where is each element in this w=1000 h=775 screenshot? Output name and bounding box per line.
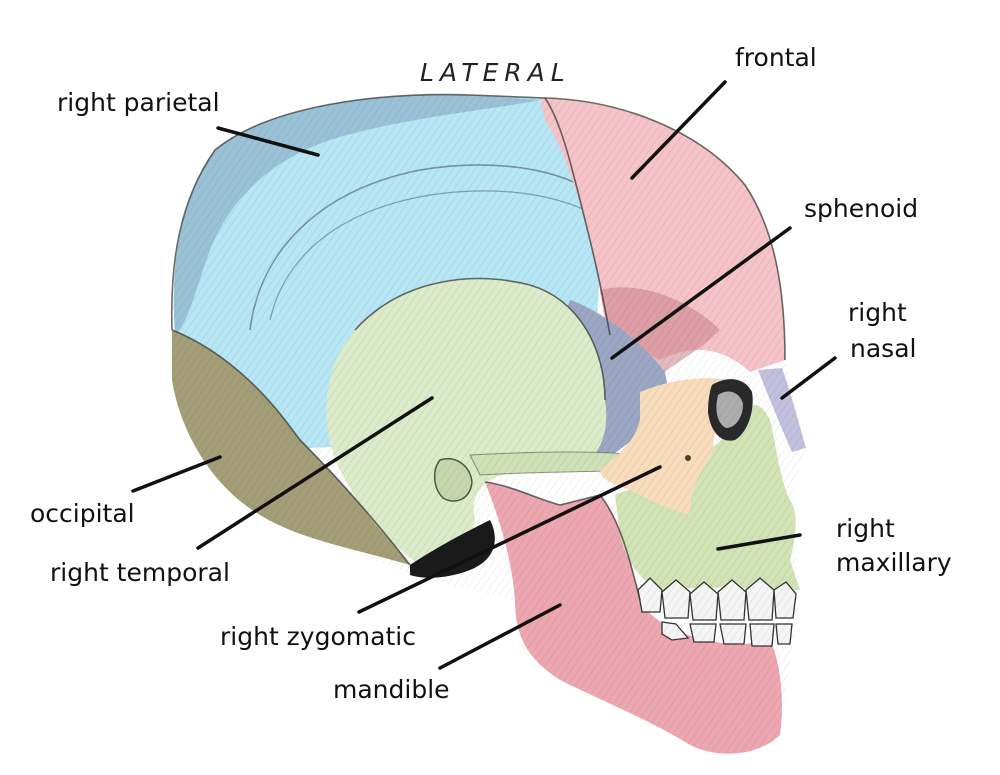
bone-outlines bbox=[170, 93, 786, 601]
leader-right-maxillary bbox=[716, 533, 802, 551]
label-right-maxillary-line1: right bbox=[836, 514, 895, 543]
label-mandible: mandible bbox=[333, 675, 450, 704]
label-right-temporal: right temporal bbox=[50, 558, 230, 587]
leader-lines bbox=[131, 80, 837, 670]
leader-right-zygomatic bbox=[357, 465, 662, 614]
leader-occipital bbox=[131, 455, 222, 493]
label-sphenoid: sphenoid bbox=[804, 194, 919, 223]
label-right-parietal: right parietal bbox=[57, 88, 220, 117]
label-right-nasal-line1: right bbox=[848, 298, 907, 327]
leader-right-parietal bbox=[216, 126, 320, 157]
leader-right-nasal bbox=[780, 356, 837, 400]
label-right-zygomatic: right zygomatic bbox=[220, 622, 416, 651]
label-right-nasal-line2: nasal bbox=[850, 334, 917, 363]
label-frontal: frontal bbox=[735, 43, 817, 72]
leader-sphenoid bbox=[610, 226, 792, 360]
leader-mandible bbox=[438, 603, 562, 670]
view-title: LATERAL bbox=[420, 58, 571, 87]
label-occipital: occipital bbox=[30, 499, 135, 528]
leader-frontal bbox=[630, 80, 727, 180]
engraving-texture bbox=[171, 94, 806, 754]
leader-right-temporal bbox=[196, 396, 434, 550]
label-right-maxillary-line2: maxillary bbox=[836, 548, 952, 577]
